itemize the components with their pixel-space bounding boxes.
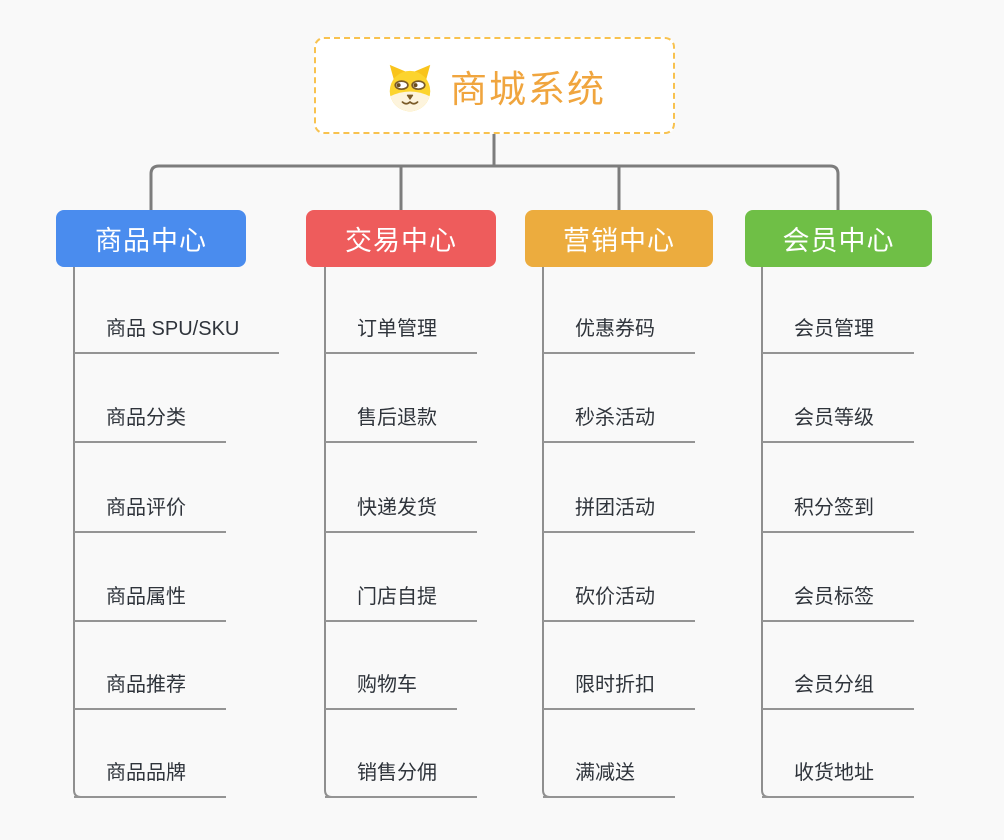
mindmap-item[interactable]: 商品推荐 [74,671,226,710]
mindmap-item[interactable]: 会员等级 [762,404,914,443]
dog-icon [383,59,437,113]
mindmap-item[interactable]: 收货地址 [762,759,914,798]
column-connectors [73,266,770,798]
mindmap-item[interactable]: 商品属性 [74,583,226,622]
mindmap-item[interactable]: 拼团活动 [543,494,695,533]
mindmap-item[interactable]: 积分签到 [762,494,914,533]
mindmap-item[interactable]: 购物车 [325,671,457,710]
mindmap-item[interactable]: 会员管理 [762,315,914,354]
branch-node-trade[interactable]: 交易中心 [306,210,496,267]
mindmap-item[interactable]: 秒杀活动 [543,404,695,443]
mindmap-item[interactable]: 订单管理 [325,315,477,354]
branch-node-products[interactable]: 商品中心 [56,210,246,267]
mindmap-root-node[interactable]: 商城系统 [314,37,675,134]
branch-node-members[interactable]: 会员中心 [745,210,932,267]
mindmap-item[interactable]: 门店自提 [325,583,477,622]
branch-node-marketing[interactable]: 营销中心 [525,210,713,267]
mindmap-item[interactable]: 售后退款 [325,404,477,443]
mindmap-item[interactable]: 销售分佣 [325,759,477,798]
mindmap-item[interactable]: 满减送 [543,759,675,798]
mindmap-item[interactable]: 限时折扣 [543,671,695,710]
mindmap-item[interactable]: 商品 SPU/SKU [74,315,280,354]
mindmap-item[interactable]: 会员标签 [762,583,914,622]
mindmap-item[interactable]: 商品评价 [74,494,226,533]
mindmap-item[interactable]: 商品分类 [74,404,226,443]
tree-connector [149,132,840,211]
root-title: 商城系统 [450,68,606,110]
mindmap-item[interactable]: 会员分组 [762,671,914,710]
mindmap-item[interactable]: 优惠券码 [543,315,695,354]
mindmap-item[interactable]: 商品品牌 [74,759,226,798]
mindmap-item[interactable]: 砍价活动 [543,583,695,622]
mindmap-item[interactable]: 快递发货 [325,494,477,533]
